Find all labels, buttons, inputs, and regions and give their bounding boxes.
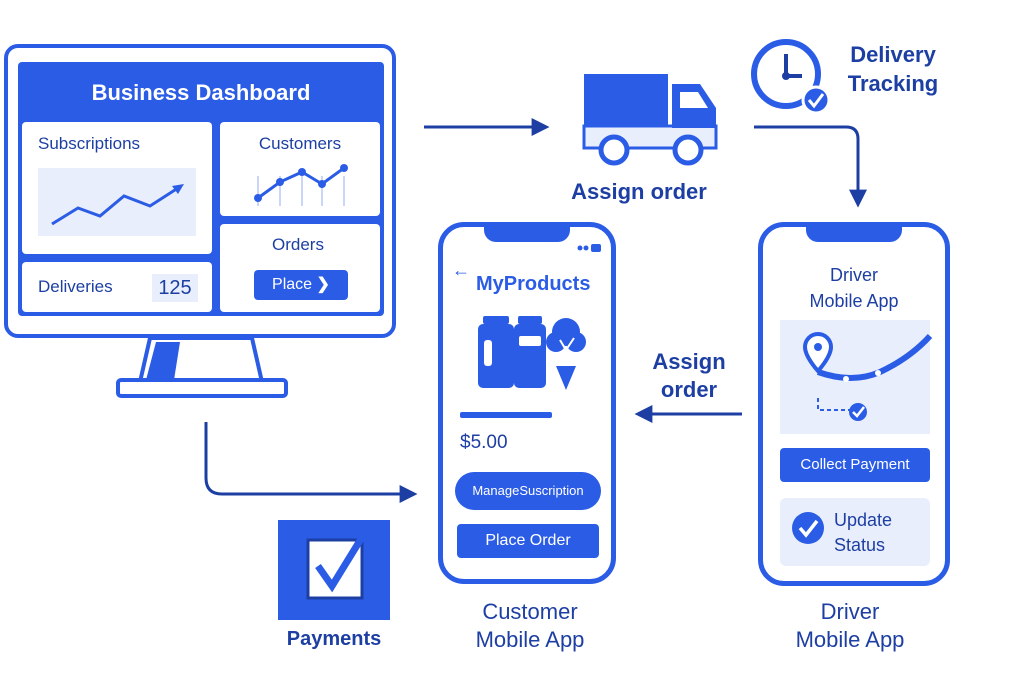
collect-payment-button[interactable]: Collect Payment	[780, 448, 930, 482]
driver-app-title: Driver Mobile App	[766, 262, 942, 314]
myproducts-title: MyProducts	[476, 273, 591, 295]
payments-label: Payments	[286, 628, 382, 650]
back-arrow-icon[interactable]: ←	[452, 260, 470, 280]
chevron-right-icon: ❯	[316, 276, 330, 293]
assign-order-mid-label: Assign order	[646, 348, 732, 404]
driver-phone-notch	[806, 222, 902, 242]
driver-caption-line1: Driver	[820, 599, 880, 624]
place-button-label: Place	[272, 276, 313, 293]
customer-phone	[438, 222, 616, 584]
orders-label: Orders	[272, 235, 324, 254]
assign-order-mid-line2: order	[660, 377, 718, 402]
driver-title-line2: Mobile App	[809, 291, 899, 311]
progress-bar	[460, 412, 552, 418]
place-button[interactable]: Place ❯	[254, 270, 348, 300]
customer-caption-line1: Customer	[482, 599, 578, 624]
driver-title-line1: Driver	[830, 265, 878, 285]
delivery-tracking-line1: Delivery	[850, 42, 936, 67]
place-order-button[interactable]: Place Order	[457, 524, 599, 558]
assign-order-mid-line1: Assign	[652, 349, 726, 374]
deliveries-count: 125	[152, 274, 198, 302]
update-status-line1: Update	[834, 510, 893, 530]
customer-app-caption: Customer Mobile App	[440, 598, 620, 654]
price-label: $5.00	[460, 432, 508, 453]
dashboard-title: Business Dashboard	[91, 80, 311, 105]
assign-order-top-label: Assign order	[571, 179, 707, 204]
delivery-tracking-line2: Tracking	[847, 71, 939, 96]
driver-caption-line2: Mobile App	[795, 627, 905, 652]
driver-app-caption: Driver Mobile App	[768, 598, 932, 654]
deliveries-label: Deliveries	[38, 277, 113, 296]
customers-label: Customers	[258, 134, 342, 153]
update-status-line2: Status	[834, 535, 886, 555]
delivery-tracking-label: Delivery Tracking	[838, 40, 948, 98]
customer-caption-line2: Mobile App	[475, 627, 585, 652]
subscriptions-label: Subscriptions	[38, 134, 141, 153]
customer-phone-notch	[484, 222, 570, 242]
update-status-label: Update Status	[834, 508, 892, 558]
manage-subscription-button[interactable]: ManageSuscription	[455, 472, 601, 510]
arrow-dashboard-to-customer	[204, 422, 418, 503]
arrow-truck-to-driver	[754, 125, 867, 208]
